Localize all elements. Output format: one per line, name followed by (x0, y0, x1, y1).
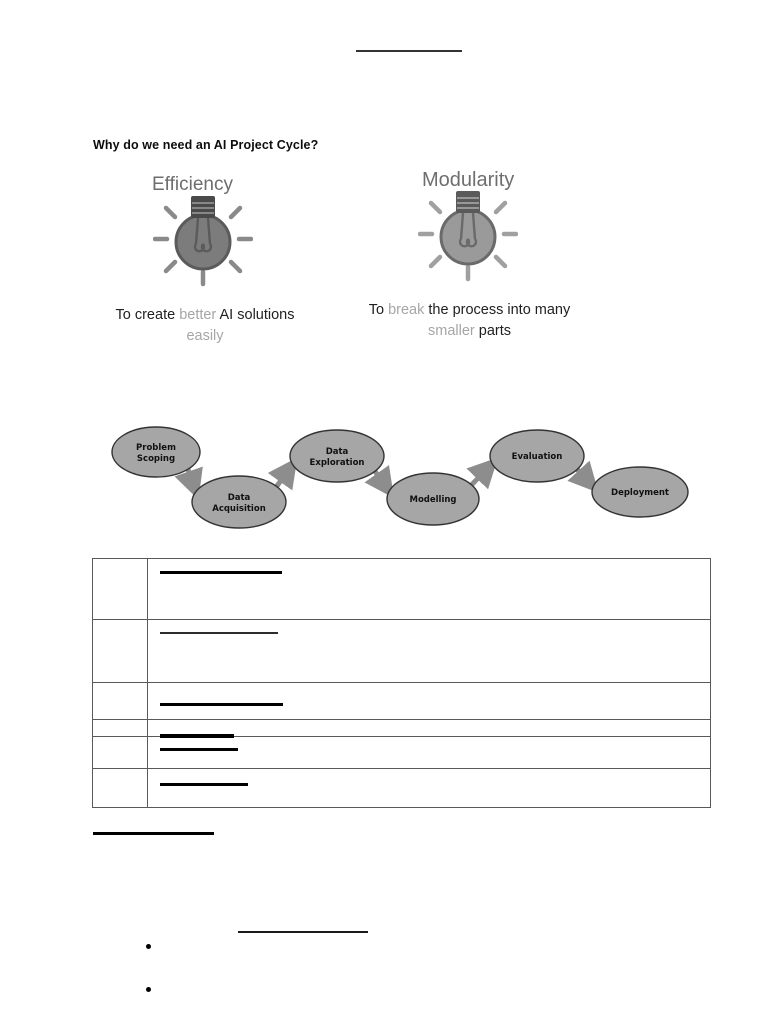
list-item-bullet (146, 987, 151, 992)
table-cell-index[interactable] (92, 768, 148, 808)
flow-node-shape (591, 466, 689, 518)
pillar-title-modularity: Modularity (422, 169, 515, 191)
flow-node-label: Deployment (611, 488, 669, 498)
table-cell-answer[interactable] (147, 558, 711, 620)
table-row (92, 619, 711, 683)
table-cell-answer[interactable] (147, 719, 711, 738)
flow-node-modelling[interactable]: Modelling (386, 472, 480, 526)
table-cell-answer[interactable] (147, 736, 711, 769)
blank-answer-table (92, 558, 711, 808)
list-item-bullet (146, 944, 151, 949)
flow-node-label: Evaluation (512, 452, 563, 462)
flow-node-deployment[interactable]: Deployment (591, 466, 689, 518)
flow-node-shape (191, 475, 287, 529)
pillar-title-efficiency: Efficiency (152, 174, 233, 195)
footer-heading-rule (93, 832, 214, 835)
table-cell-answer[interactable] (147, 768, 711, 808)
table-row (92, 682, 711, 720)
footer-sub-rule (238, 931, 368, 933)
caption-part: solutions (237, 307, 295, 323)
caption-part: To create (115, 307, 180, 323)
table-cell-index[interactable] (92, 619, 148, 683)
flow-node-shape (111, 426, 201, 478)
table-cell-index[interactable] (92, 736, 148, 769)
flow-node-shape (386, 472, 480, 526)
answer-blank-rule (160, 703, 283, 706)
answer-blank-rule (160, 571, 282, 574)
answer-blank-rule (160, 783, 248, 786)
table-cell-answer[interactable] (147, 682, 711, 720)
table-cell-index[interactable] (92, 719, 148, 737)
caption-part: parts (474, 323, 511, 339)
table-cell-answer[interactable] (147, 619, 711, 683)
table-row (92, 736, 711, 769)
caption-part-highlight: smaller (428, 323, 475, 339)
flow-node-shape (289, 429, 385, 483)
flow-node-evaluation[interactable]: Evaluation (489, 429, 585, 483)
caption-part: the process into many (424, 302, 571, 318)
caption-part: To (368, 302, 389, 318)
lightbulb-icon (417, 187, 519, 283)
pillar-caption-modularity: To break the process into many smaller p… (362, 300, 577, 342)
page-section-heading: Why do we need an AI Project Cycle? (93, 138, 319, 152)
caption-part-highlight: better (179, 307, 217, 323)
table-row (92, 768, 711, 808)
table-row (92, 719, 711, 738)
flow-node-shape (489, 429, 585, 483)
table-cell-index[interactable] (92, 558, 148, 620)
table-row (92, 558, 711, 620)
flow-node-label: Modelling (409, 495, 456, 505)
caption-part-highlight: break (388, 302, 425, 318)
title-placeholder-rule (356, 50, 462, 52)
pillar-caption-efficiency: To create better AI solutions easily (110, 305, 300, 347)
table-cell-index[interactable] (92, 682, 148, 720)
answer-blank-rule (160, 748, 238, 751)
lightbulb-icon (152, 192, 254, 288)
caption-part-highlight: easily (186, 328, 224, 344)
answer-blank-rule (160, 632, 278, 634)
caption-part: AI (216, 307, 238, 323)
